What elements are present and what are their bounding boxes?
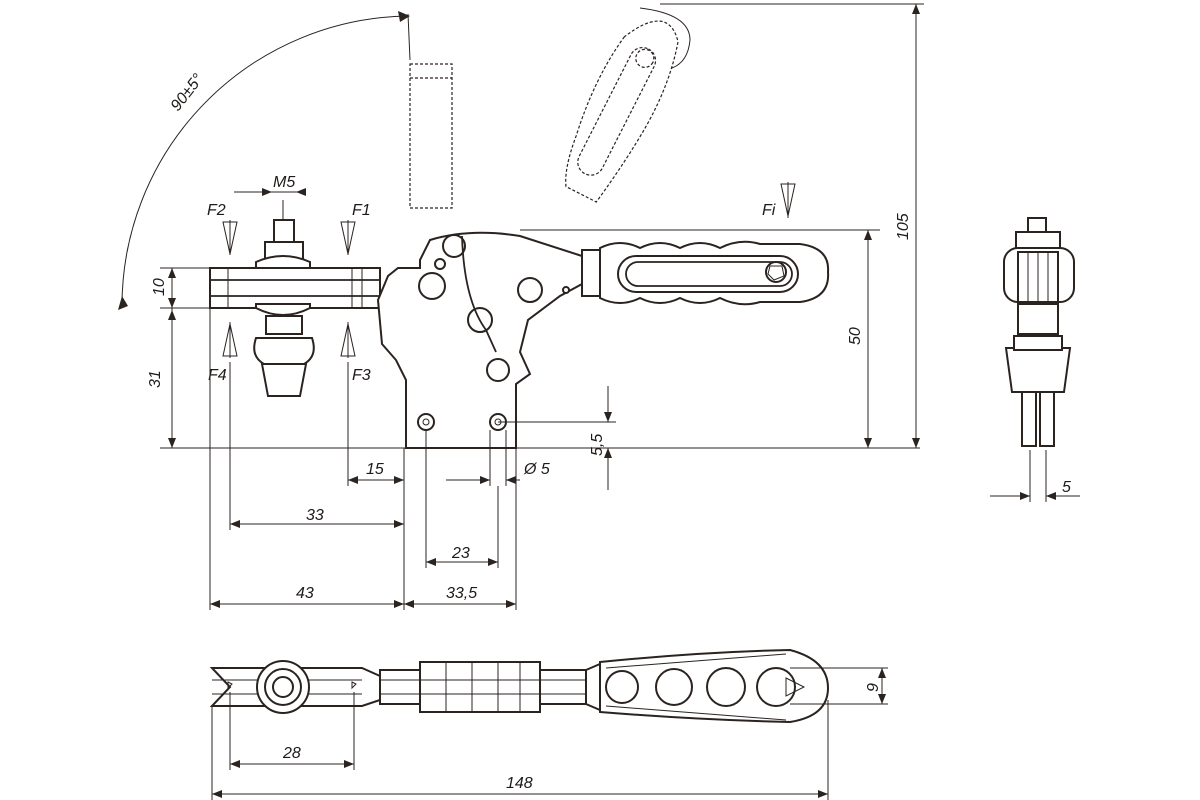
dim-33-5: 33,5 — [446, 585, 477, 602]
angle-arrow-bottom — [118, 296, 128, 310]
dim-50: 50 — [847, 327, 864, 345]
fi-label: Fi — [762, 202, 776, 219]
dim-5-5: 5,5 — [589, 434, 606, 456]
dim-15: 15 — [366, 461, 384, 478]
clamp-body — [376, 231, 583, 449]
dim-31: 31 — [147, 370, 164, 388]
raised-arm-dashed — [409, 63, 453, 209]
dim-43: 43 — [296, 585, 314, 602]
dim-105: 105 — [895, 213, 912, 240]
dim-33: 33 — [306, 507, 324, 524]
f3-label: F3 — [352, 367, 371, 384]
dim-28: 28 — [282, 745, 301, 762]
spindle-assembly — [253, 200, 315, 397]
force-arrows: F2 F1 F4 F3 Fi — [207, 182, 796, 384]
f4-label: F4 — [208, 367, 227, 384]
raised-handle-dashed — [565, 20, 679, 203]
dim-23: 23 — [451, 545, 470, 562]
thread-label: M5 — [273, 174, 295, 191]
dim-10: 10 — [151, 278, 168, 296]
angle-arc — [121, 15, 409, 309]
dim-5: 5 — [1062, 479, 1071, 496]
top-view: 9 28 148 — [209, 648, 888, 800]
clamp-arm — [209, 267, 381, 309]
f1-label: F1 — [352, 202, 371, 219]
dim-hole: Ø 5 — [523, 461, 550, 478]
side-view: 90±5° — [118, 3, 924, 610]
angle-label: 90±5° — [168, 71, 208, 115]
f2-label: F2 — [207, 202, 226, 219]
dim-9: 9 — [865, 683, 882, 692]
end-view: 5 — [990, 217, 1080, 502]
handle — [581, 240, 830, 306]
angle-arrow-top — [398, 11, 410, 22]
dim-148: 148 — [506, 775, 533, 792]
